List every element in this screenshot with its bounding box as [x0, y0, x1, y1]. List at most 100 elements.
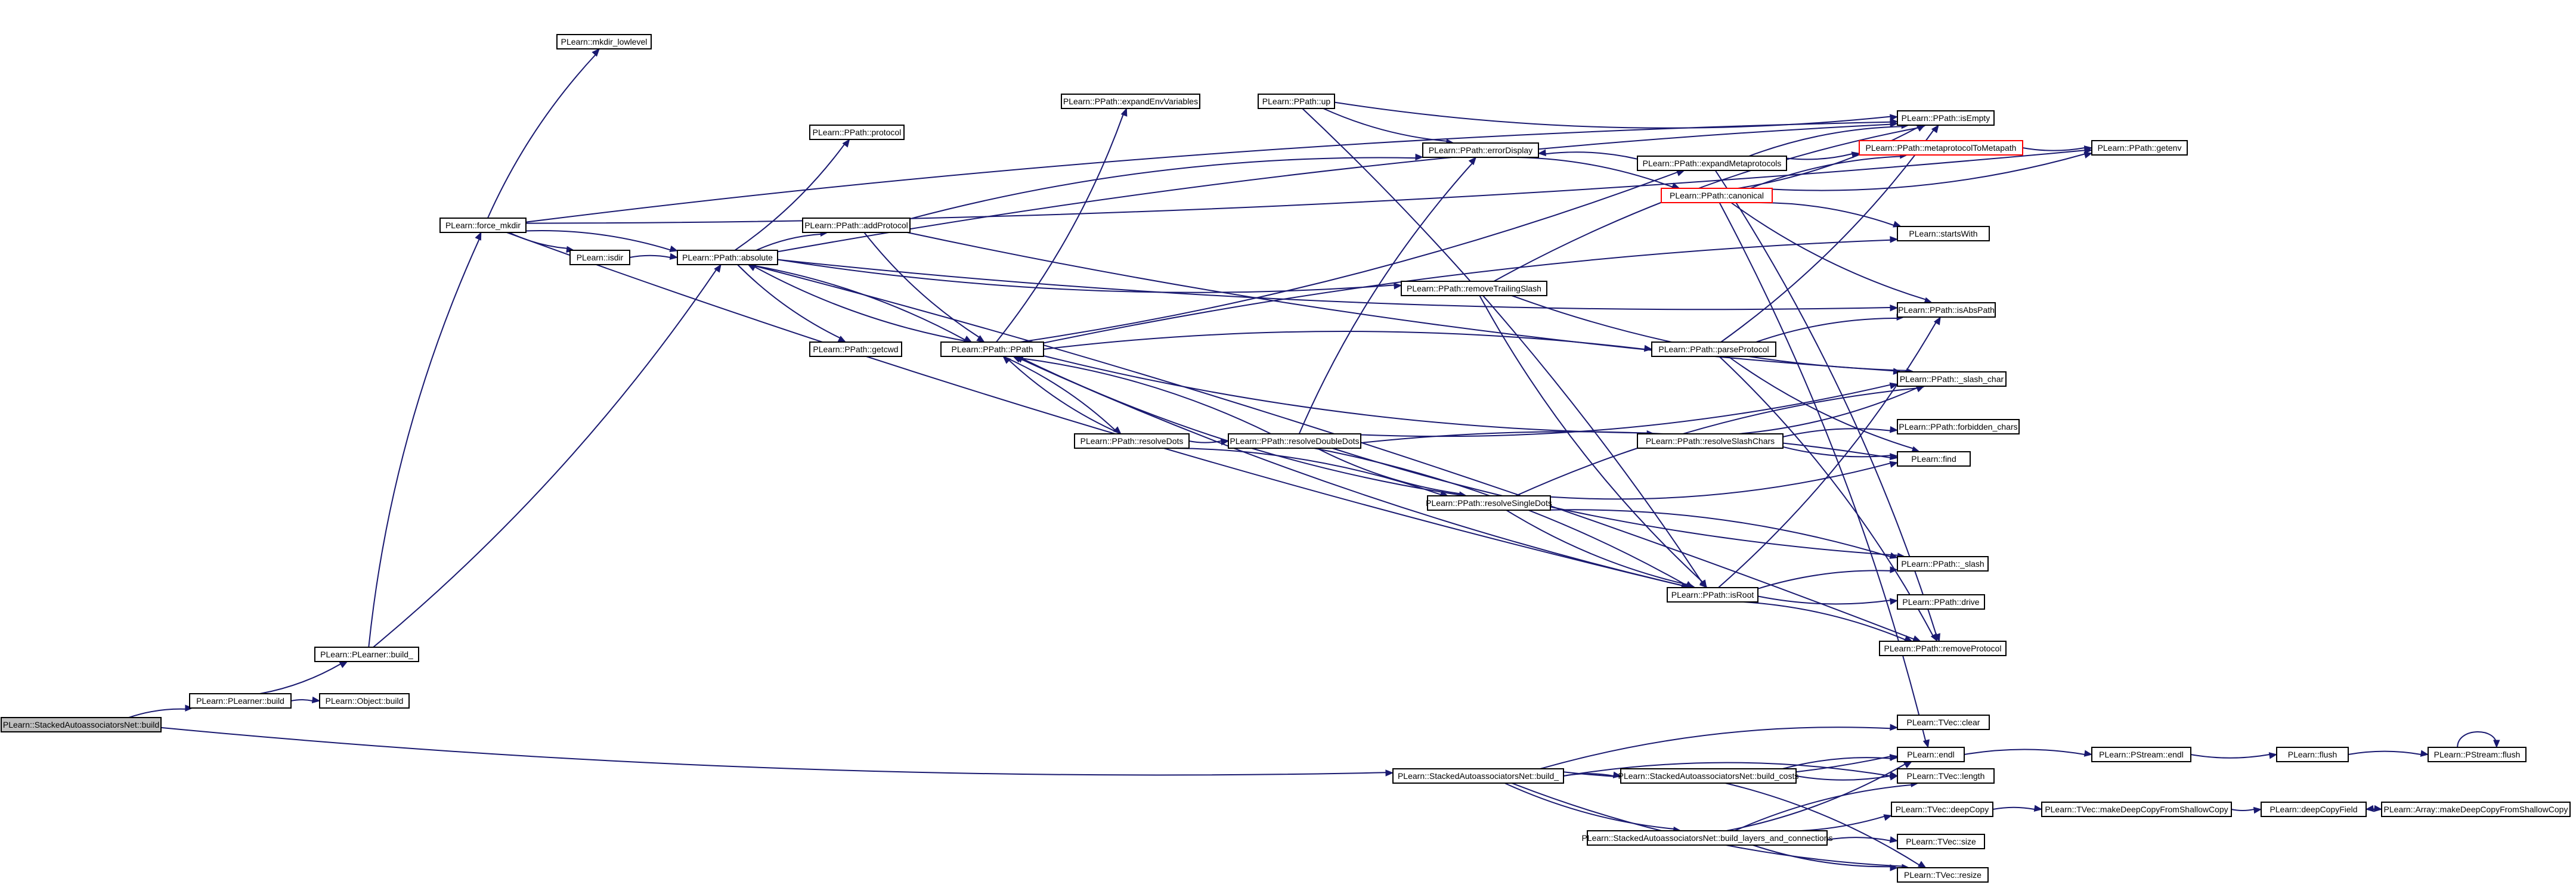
edge-n7-n24 [777, 120, 1899, 253]
node-plearn-ppath-getcwd[interactable]: PLearn::PPath::getcwd [809, 341, 902, 357]
node-label: PLearn::PPath::isRoot [1671, 590, 1754, 600]
node-box [1258, 94, 1335, 109]
node-plearn-tvec-deepcopy[interactable]: PLearn::TVec::deepCopy [1891, 802, 1993, 817]
edge-n20-n28 [1730, 202, 1933, 304]
node-plearn-tvec-makedeepcopyfromshallowcopy[interactable]: PLearn::TVec::makeDeepCopyFromShallowCop… [2041, 802, 2232, 817]
edge-n17-n11 [1015, 354, 1271, 434]
node-plearn-ppath-isabspath[interactable]: PLearn::PPath::isAbsPath [1897, 302, 1996, 318]
node-plearn-tvec-size[interactable]: PLearn::TVec::size [1897, 834, 1985, 849]
edge-n23-n28 [1718, 316, 1941, 588]
node-label: PLearn::PLearner::build_ [320, 650, 413, 659]
node-label: PLearn::find [1911, 454, 1956, 464]
node-plearn-mkdir-lowlevel[interactable]: PLearn::mkdir_lowlevel [556, 34, 652, 49]
node-label: PLearn::PPath::resolveDots [1080, 436, 1184, 446]
node-box [1637, 433, 1784, 449]
node-plearn-ppath-canonical[interactable]: PLearn::PPath::canonical [1661, 188, 1773, 203]
node-box [2091, 140, 2188, 156]
node-label: PLearn::TVec::resize [1904, 870, 1981, 880]
edge-n11-n12 [995, 107, 1128, 343]
edge-n15-n23 [1479, 295, 1708, 588]
node-plearn-ppath-resolvedots[interactable]: PLearn::PPath::resolveDots [1074, 433, 1190, 449]
node-plearn-ppath-expandmetaprotocols[interactable]: PLearn::PPath::expandMetaprotocols [1637, 156, 1787, 171]
edge-n36-n39 [1782, 754, 1899, 769]
node-plearn-ppath-slash-char[interactable]: PLearn::PPath::_slash_char [1897, 371, 2007, 387]
node-plearn-ppath-resolvesingledots[interactable]: PLearn::PPath::resolveSingleDots [1426, 495, 1552, 511]
node-label: PLearn::force_mkdir [445, 221, 521, 230]
node-label: PLearn::TVec::length [1907, 771, 1985, 781]
node-plearn-ppath-isroot[interactable]: PLearn::PPath::isRoot [1667, 587, 1758, 603]
node-plearn-flush[interactable]: PLearn::flush [2276, 747, 2349, 762]
node-plearn-startswith[interactable]: PLearn::startsWith [1897, 226, 1990, 241]
node-label: PLearn::StackedAutoassociatorsNet::build… [1398, 771, 1559, 781]
node-plearn-endl[interactable]: PLearn::endl [1897, 747, 1965, 762]
node-label: PLearn::PPath::parseProtocol [1658, 344, 1769, 354]
node-plearn-find[interactable]: PLearn::find [1897, 451, 1971, 467]
node-plearn-ppath-resolvedoubledots[interactable]: PLearn::PPath::resolveDoubleDots [1228, 433, 1361, 449]
node-plearn-ppath-ppath[interactable]: PLearn::PPath::PPath [940, 341, 1044, 357]
edge-n3-n4 [368, 231, 482, 648]
edge-n35-n38 [1540, 724, 1899, 769]
node-plearn-ppath-forbidden-chars[interactable]: PLearn::PPath::forbidden_chars [1897, 419, 2020, 434]
edge-n22-n29 [1738, 386, 1925, 434]
node-plearn-stackedautoassociatorsnet-build-layers-and-connections[interactable]: PLearn::StackedAutoassociatorsNet::build… [1581, 830, 1833, 846]
node-plearn-deepcopyfield[interactable]: PLearn::deepCopyField [2261, 802, 2367, 817]
edge-n17-n18 [1317, 448, 1467, 498]
node-plearn-plearner-build[interactable]: PLearn::PLearner::build_ [314, 647, 419, 662]
node-box [1401, 281, 1547, 296]
node-plearn-stackedautoassociatorsnet-build[interactable]: PLearn::StackedAutoassociatorsNet::build [1, 717, 162, 732]
node-label: PLearn::isdir [577, 253, 624, 262]
node-box [1587, 830, 1828, 846]
node-plearn-ppath-slash[interactable]: PLearn::PPath::_slash [1897, 556, 1989, 572]
node-plearn-stackedautoassociatorsnet-build[interactable]: PLearn::StackedAutoassociatorsNet::build… [1392, 768, 1564, 784]
node-box [1661, 188, 1773, 203]
node-box [1891, 802, 1993, 817]
node-box [1897, 715, 1990, 730]
node-plearn-array-makedeepcopyfromshallowcopy[interactable]: PLearn::Array::makeDeepCopyFromShallowCo… [2381, 802, 2571, 817]
node-plearn-ppath-removeprotocol[interactable]: PLearn::PPath::removeProtocol [1879, 641, 2007, 656]
node-plearn-pstream-endl[interactable]: PLearn::PStream::endl [2091, 747, 2191, 762]
node-label: PLearn::TVec::clear [1907, 718, 1980, 727]
node-plearn-ppath-addprotocol[interactable]: PLearn::PPath::addProtocol [802, 218, 911, 233]
node-plearn-ppath-errordisplay[interactable]: PLearn::PPath::errorDisplay [1422, 142, 1539, 158]
node-plearn-ppath-isempty[interactable]: PLearn::PPath::isEmpty [1897, 110, 1995, 126]
node-plearn-ppath-up[interactable]: PLearn::PPath::up [1258, 94, 1335, 109]
edge-n9-n14 [909, 153, 1424, 220]
node-plearn-tvec-clear[interactable]: PLearn::TVec::clear [1897, 715, 1990, 730]
node-plearn-force-mkdir[interactable]: PLearn::force_mkdir [439, 218, 527, 233]
node-box [1392, 768, 1564, 784]
node-box [569, 250, 630, 265]
node-plearn-isdir[interactable]: PLearn::isdir [569, 250, 630, 265]
node-plearn-ppath-metaprotocoltometapath[interactable]: PLearn::PPath::metaprotocolToMetapath [1859, 140, 2023, 156]
edge-n6-n7 [629, 253, 679, 260]
node-label: PLearn::PPath::drive [1902, 597, 1979, 607]
node-box [1637, 156, 1787, 171]
node-label: PLearn::PPath::errorDisplay [1429, 145, 1532, 155]
node-plearn-ppath-drive[interactable]: PLearn::PPath::drive [1897, 594, 1985, 610]
node-label: PLearn::PPath::isAbsPath [1898, 305, 1995, 315]
edge-n37-n40 [1734, 780, 1919, 831]
node-plearn-ppath-resolveslashchars[interactable]: PLearn::PPath::resolveSlashChars [1637, 433, 1784, 449]
node-plearn-tvec-length[interactable]: PLearn::TVec::length [1897, 768, 1995, 784]
node-plearn-object-build[interactable]: PLearn::Object::build [319, 693, 410, 709]
edge-n18-n11 [1014, 356, 1466, 496]
node-plearn-ppath-absolute[interactable]: PLearn::PPath::absolute [677, 250, 778, 265]
node-plearn-ppath-parseprotocol[interactable]: PLearn::PPath::parseProtocol [1651, 341, 1776, 357]
node-plearn-stackedautoassociatorsnet-build-costs[interactable]: PLearn::StackedAutoassociatorsNet::build… [1618, 768, 1799, 784]
edge-n3-n7 [373, 263, 722, 648]
node-box [1897, 747, 1965, 762]
node-plearn-ppath-removetrailingslash[interactable]: PLearn::PPath::removeTrailingSlash [1401, 281, 1547, 296]
node-label: PLearn::PPath::forbidden_chars [1899, 422, 2017, 431]
edge-n49-n48 [2365, 805, 2382, 812]
node-label: PLearn::PPath::resolveSlashChars [1646, 436, 1775, 446]
node-plearn-plearner-build[interactable]: PLearn::PLearner::build [189, 693, 292, 709]
node-plearn-ppath-protocol[interactable]: PLearn::PPath::protocol [809, 125, 905, 140]
node-label: PLearn::flush [2288, 750, 2337, 759]
edge-n20-n39 [1719, 202, 1930, 749]
node-plearn-tvec-resize[interactable]: PLearn::TVec::resize [1897, 867, 1989, 883]
node-label: PLearn::PPath::addProtocol [804, 221, 908, 230]
node-plearn-ppath-expandenvvariables[interactable]: PLearn::PPath::expandEnvVariables [1061, 94, 1200, 109]
node-plearn-pstream-flush[interactable]: PLearn::PStream::flush [2428, 747, 2527, 762]
node-plearn-ppath-getenv[interactable]: PLearn::PPath::getenv [2091, 140, 2188, 156]
edge-n25-n26 [2022, 145, 2093, 153]
edge-n17-n14 [1298, 157, 1477, 434]
